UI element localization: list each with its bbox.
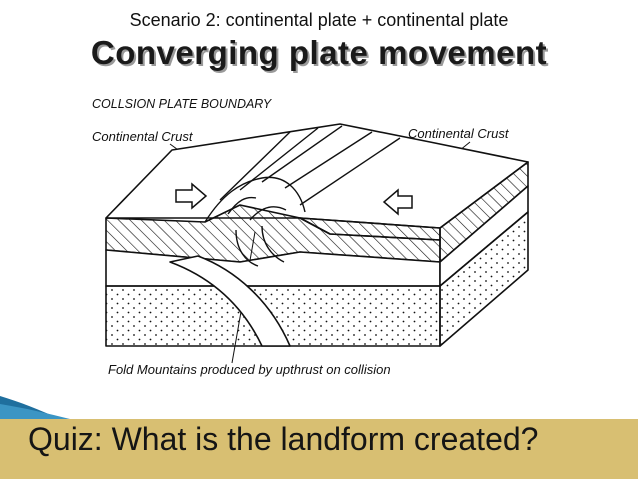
label-continental-crust-right: Continental Crust — [408, 126, 510, 141]
label-continental-crust-left: Continental Crust — [92, 129, 194, 144]
side-mantle-dotted — [439, 211, 529, 347]
decorative-swoosh — [0, 396, 70, 419]
arrow-left-icon — [382, 188, 413, 216]
quiz-banner — [0, 419, 638, 479]
diagram-caption: Fold Mountains produced by upthrust on c… — [108, 362, 391, 377]
diagram-heading: COLLSION PLATE BOUNDARY — [92, 97, 273, 111]
fold-mountains — [204, 125, 401, 267]
block-diagram — [105, 123, 529, 347]
slide-subtitle: Scenario 2: continental plate + continen… — [129, 10, 509, 30]
arrow-right-icon — [175, 182, 208, 210]
quiz-question: Quiz: What is the landform created? — [28, 421, 539, 457]
slide-title: Converging plate movement — [90, 34, 548, 71]
subducting-slab — [169, 255, 291, 347]
